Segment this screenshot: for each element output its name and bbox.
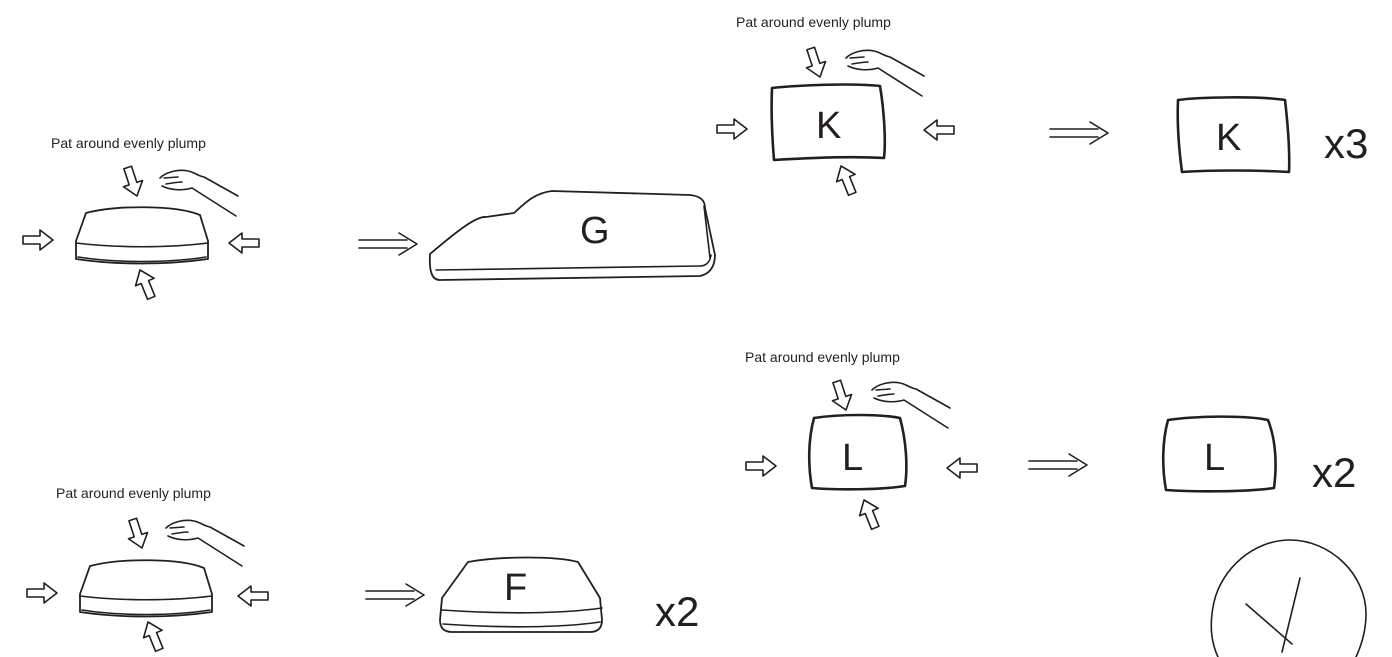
hollow-arrow-icon xyxy=(716,118,748,140)
clock-icon xyxy=(1210,539,1367,657)
hollow-arrow-icon xyxy=(122,515,153,552)
step-pat-k: Pat around evenly plump K xyxy=(716,14,955,199)
hollow-arrow-icon xyxy=(137,617,170,655)
hollow-arrow-icon xyxy=(853,495,886,533)
hollow-arrow-icon xyxy=(826,377,857,414)
hollow-arrow-icon xyxy=(117,163,148,200)
hollow-arrow-icon xyxy=(26,582,58,604)
step-caption: Pat around evenly plump xyxy=(56,485,211,501)
piece-label: K xyxy=(1216,117,1241,159)
hollow-arrow-icon xyxy=(923,119,955,141)
hollow-arrow-icon xyxy=(22,229,54,251)
step-pat-pad-2: Pat around evenly plump xyxy=(26,485,269,655)
piece-label: L xyxy=(1204,437,1225,479)
piece-l: L xyxy=(1161,415,1277,493)
hollow-arrow-icon xyxy=(946,457,978,479)
k-square xyxy=(770,83,887,162)
piece-label: K xyxy=(816,105,841,147)
cushion-pad xyxy=(79,559,213,618)
multiplier: x3 xyxy=(1324,120,1368,167)
double-arrow-icon xyxy=(358,232,418,256)
step-caption: Pat around evenly plump xyxy=(736,14,891,30)
multiplier: x2 xyxy=(655,588,699,635)
hand-icon xyxy=(165,519,245,567)
hollow-arrow-icon xyxy=(237,585,269,607)
step-caption: Pat around evenly plump xyxy=(51,135,206,151)
l-square xyxy=(807,413,908,491)
hollow-arrow-icon xyxy=(129,265,162,303)
step-pat-l: Pat around evenly plump L xyxy=(745,349,978,533)
double-arrow-icon xyxy=(1028,453,1088,477)
hollow-arrow-icon xyxy=(830,161,863,199)
piece-f: F xyxy=(439,556,603,633)
piece-k: K xyxy=(1176,96,1291,174)
piece-label: L xyxy=(842,437,863,479)
hollow-arrow-icon xyxy=(228,232,260,254)
piece-g: G xyxy=(428,190,716,281)
hollow-arrow-icon xyxy=(745,455,777,477)
piece-label: G xyxy=(580,210,610,252)
hollow-arrow-icon xyxy=(800,44,831,81)
step-caption: Pat around evenly plump xyxy=(745,349,900,365)
double-arrow-icon xyxy=(1049,121,1109,145)
double-arrow-icon xyxy=(365,583,425,607)
multiplier: x2 xyxy=(1312,449,1356,496)
piece-label: F xyxy=(504,567,527,609)
step-pat-pad-1: Pat around evenly plump xyxy=(22,135,260,303)
cushion-pad xyxy=(75,206,209,265)
